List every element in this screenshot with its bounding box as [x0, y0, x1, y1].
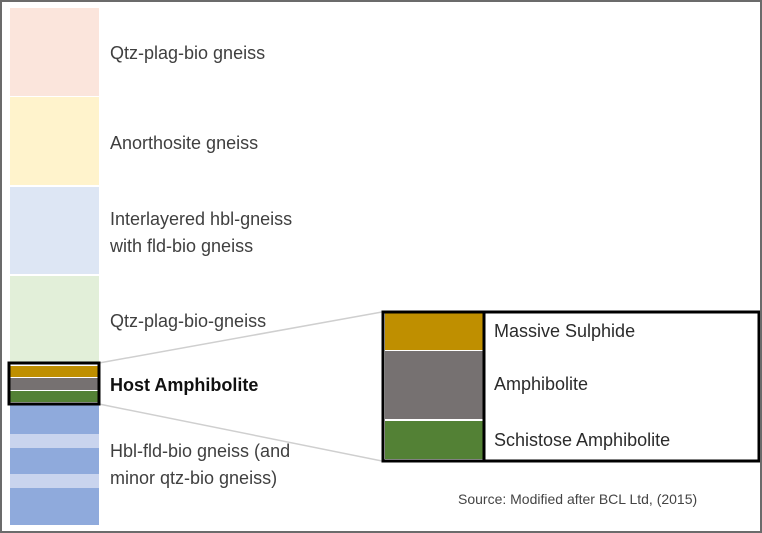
unit-interlayered-block [10, 187, 99, 274]
inset-box [381, 310, 760, 463]
label-hbl-fld-bio-line1: Hbl-fld-bio gneiss (and [110, 441, 291, 461]
connector-line-bottom [98, 403, 383, 462]
label-host-amphibolite: Host Amphibolite [110, 375, 259, 395]
host-highlight-box [7, 361, 101, 406]
unit-hbl-fld-bio-gneiss-block [10, 405, 99, 525]
inset-amphibolite-swatch [385, 351, 483, 419]
source-caption: Source: Modified after BCL Ltd, (2015) [458, 491, 698, 507]
host-massive-sulphide-band [10, 366, 99, 377]
unit-qtz-plag-bio-gneiss-block [10, 8, 99, 96]
label-interlayered-line1: Interlayered hbl-gneiss [110, 209, 293, 229]
inset-schistose-amphibolite-swatch [385, 421, 483, 459]
label-hbl-fld-bio-line2: minor qtz-bio gneiss) [110, 468, 278, 488]
inset-label-schistose-amphibolite: Schistose Amphibolite [494, 430, 671, 450]
unit-qtz-plag-bio-gneiss-2-block [10, 276, 99, 363]
inset-massive-sulphide-swatch [385, 313, 483, 350]
label-qtz-plag-bio-gneiss-2: Qtz-plag-bio-gneiss [110, 311, 267, 331]
inset-label-massive-sulphide: Massive Sulphide [494, 321, 636, 341]
inset-label-amphibolite: Amphibolite [494, 374, 589, 394]
label-anorthosite-gneiss: Anorthosite gneiss [110, 133, 259, 153]
hbl-light-band-1 [10, 434, 99, 448]
hbl-light-band-2 [10, 474, 99, 488]
label-interlayered-line2: with fld-bio gneiss [110, 236, 254, 256]
unit-anorthosite-gneiss-block [10, 97, 99, 185]
label-qtz-plag-bio-gneiss: Qtz-plag-bio gneiss [110, 43, 266, 63]
host-schistose-amphibolite-band [10, 391, 99, 402]
connector-line-top [98, 311, 383, 364]
host-amphibolite-band [10, 378, 99, 390]
